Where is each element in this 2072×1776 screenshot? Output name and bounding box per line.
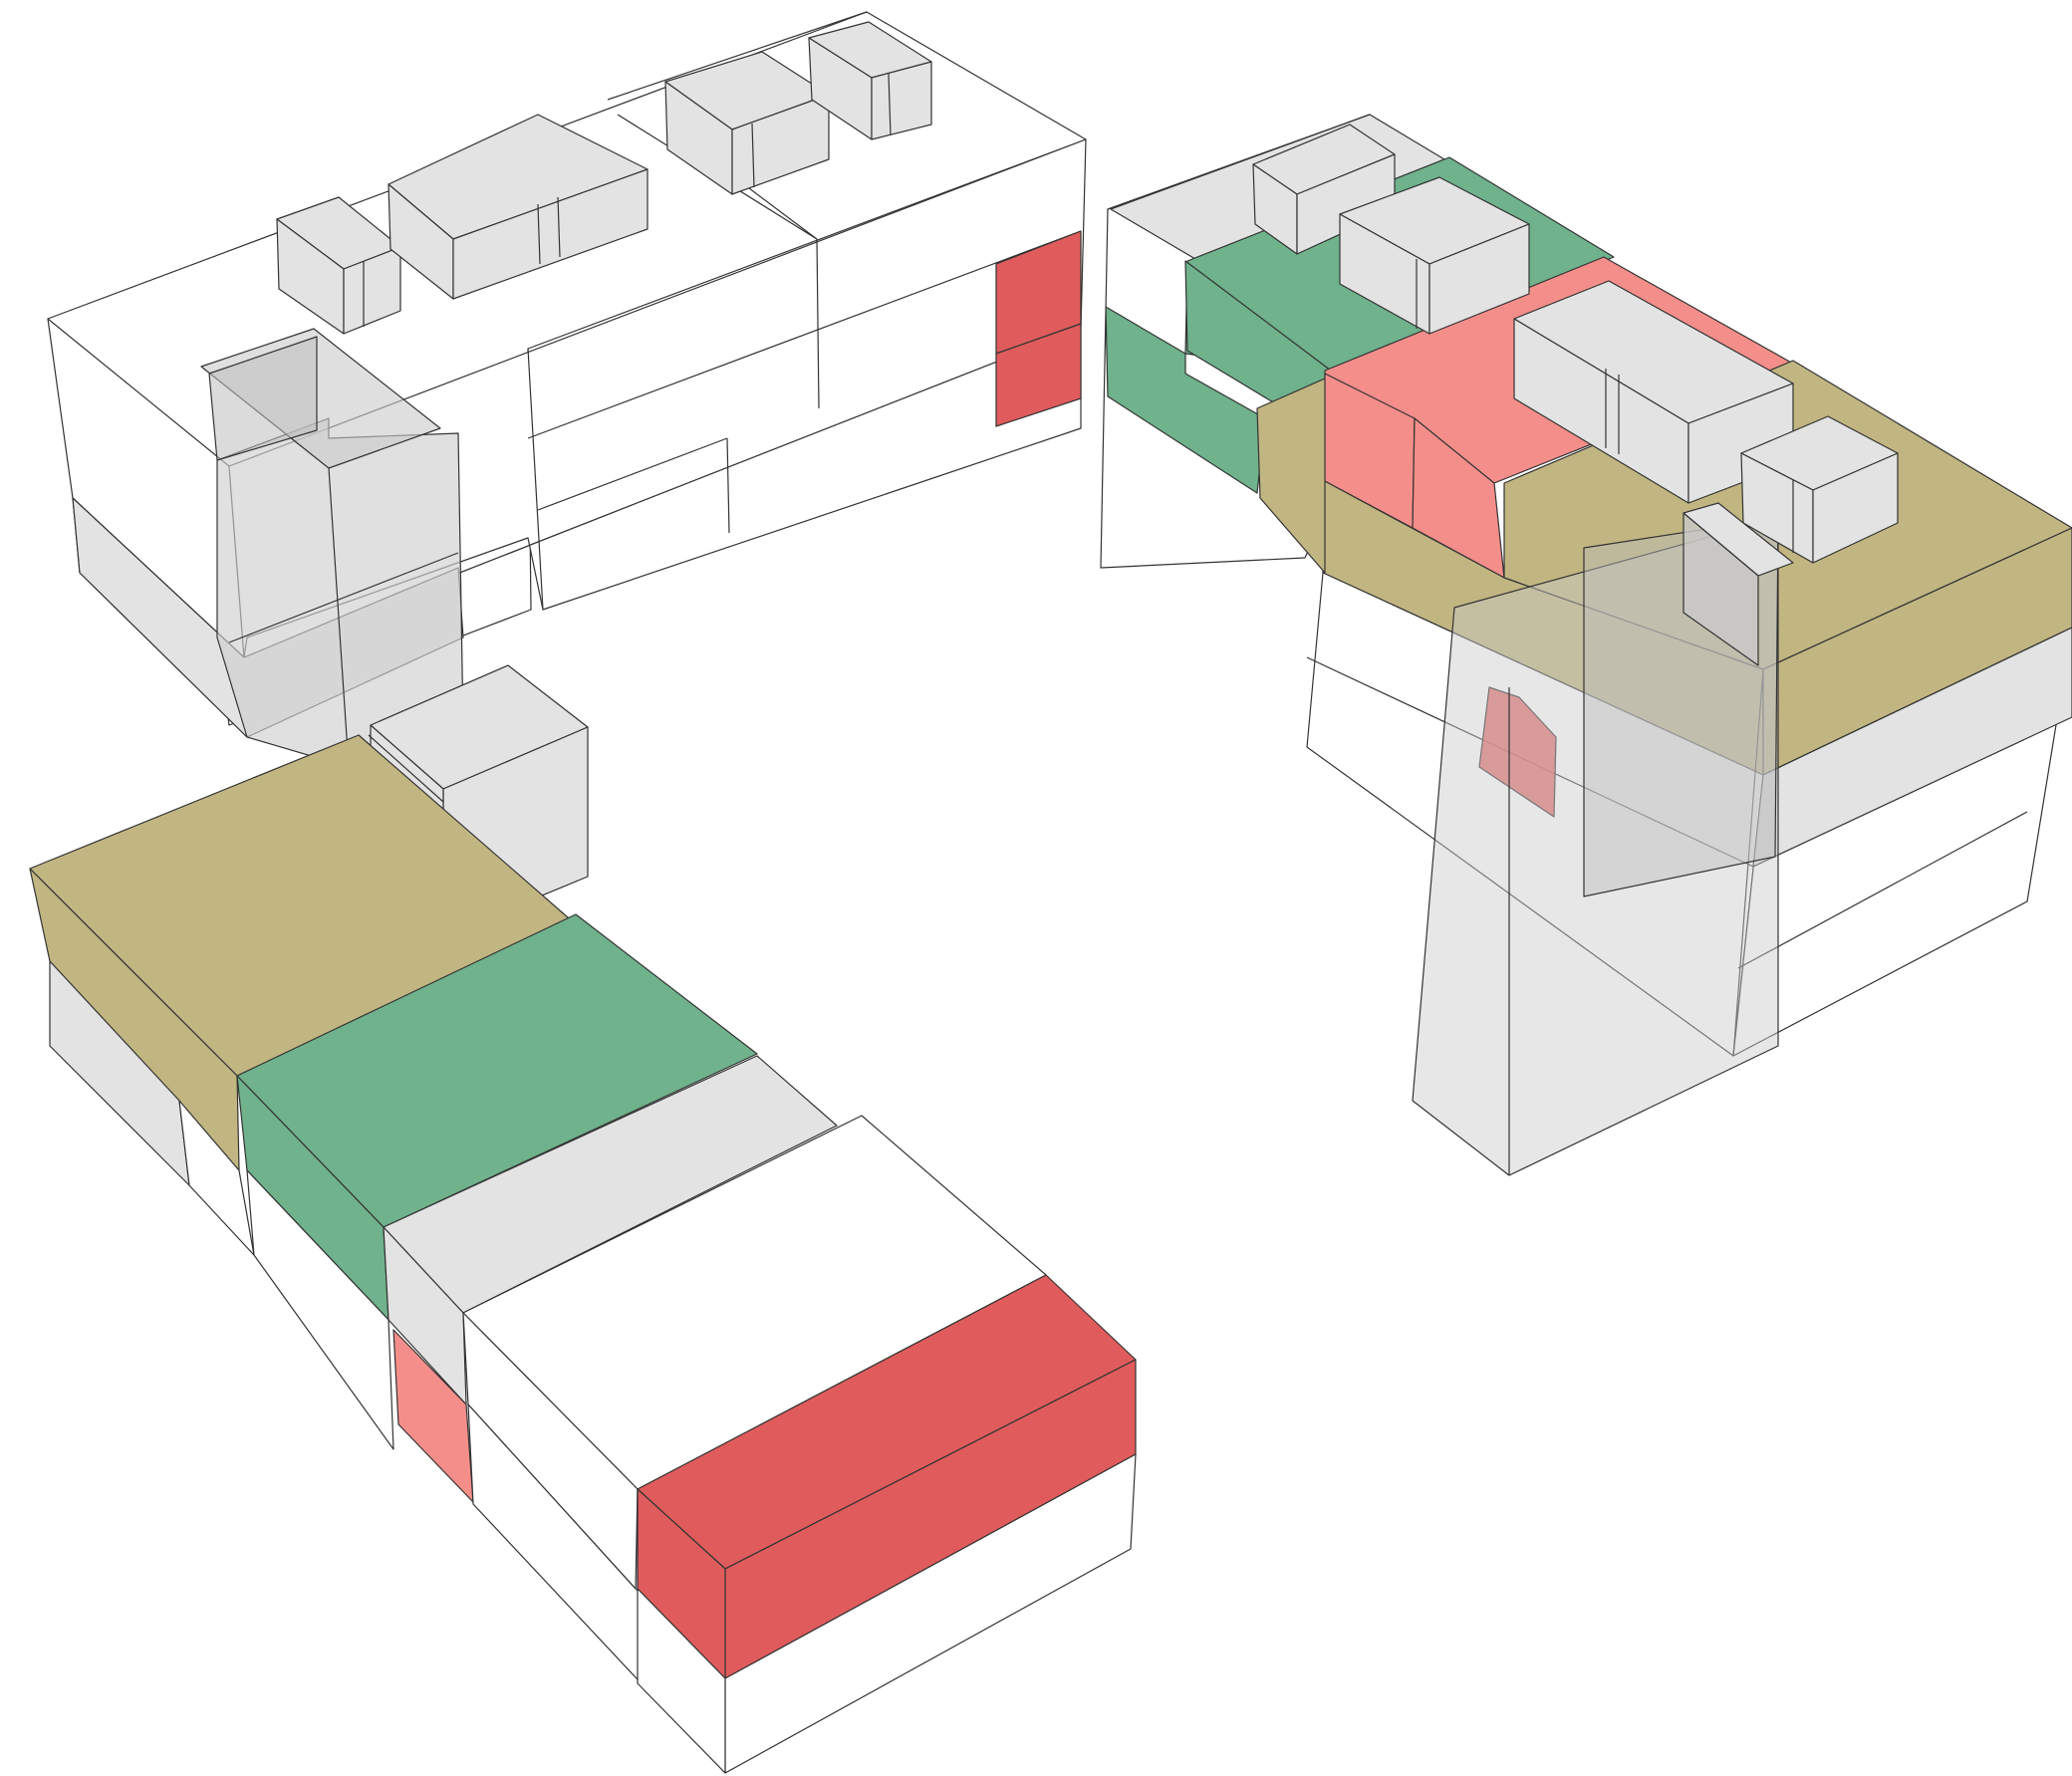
north-block: [48, 12, 1086, 767]
east-block: [1101, 115, 2072, 1175]
south-block: [30, 665, 1136, 1773]
